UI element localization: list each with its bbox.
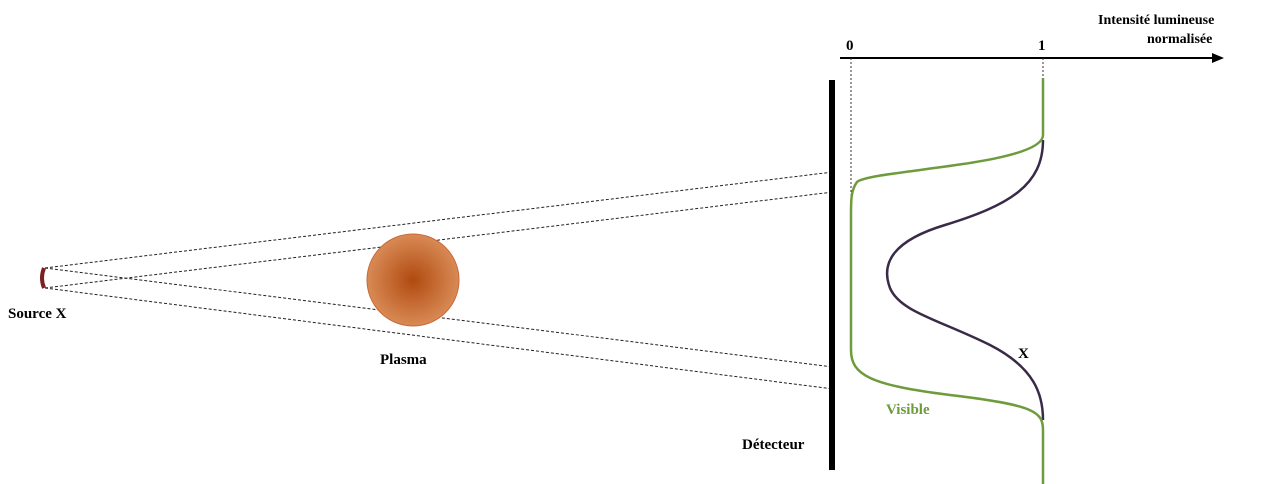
axis-tick-zero: 0 bbox=[846, 38, 854, 54]
ray-line bbox=[44, 191, 834, 289]
ray-line bbox=[44, 171, 834, 269]
detector-plate bbox=[829, 80, 835, 470]
plasma-sphere bbox=[366, 233, 460, 327]
source-label: Source X bbox=[8, 306, 67, 322]
ray-line bbox=[44, 287, 834, 390]
visible-curve-label: Visible bbox=[886, 402, 930, 418]
x-ray-beam-lines bbox=[44, 171, 834, 390]
axis-tick-one: 1 bbox=[1038, 38, 1046, 54]
axis-title-line2: normalisée bbox=[1147, 32, 1212, 47]
axis-title-line1: Intensité lumineuse bbox=[1098, 13, 1214, 28]
x-ray-intensity-curve bbox=[885, 139, 1045, 421]
visible-intensity-curve bbox=[849, 78, 1045, 484]
x-ray-source bbox=[40, 267, 46, 289]
x-curve-label: X bbox=[1018, 346, 1029, 362]
detector-label: Détecteur bbox=[742, 437, 805, 453]
plasma-label: Plasma bbox=[380, 352, 427, 368]
